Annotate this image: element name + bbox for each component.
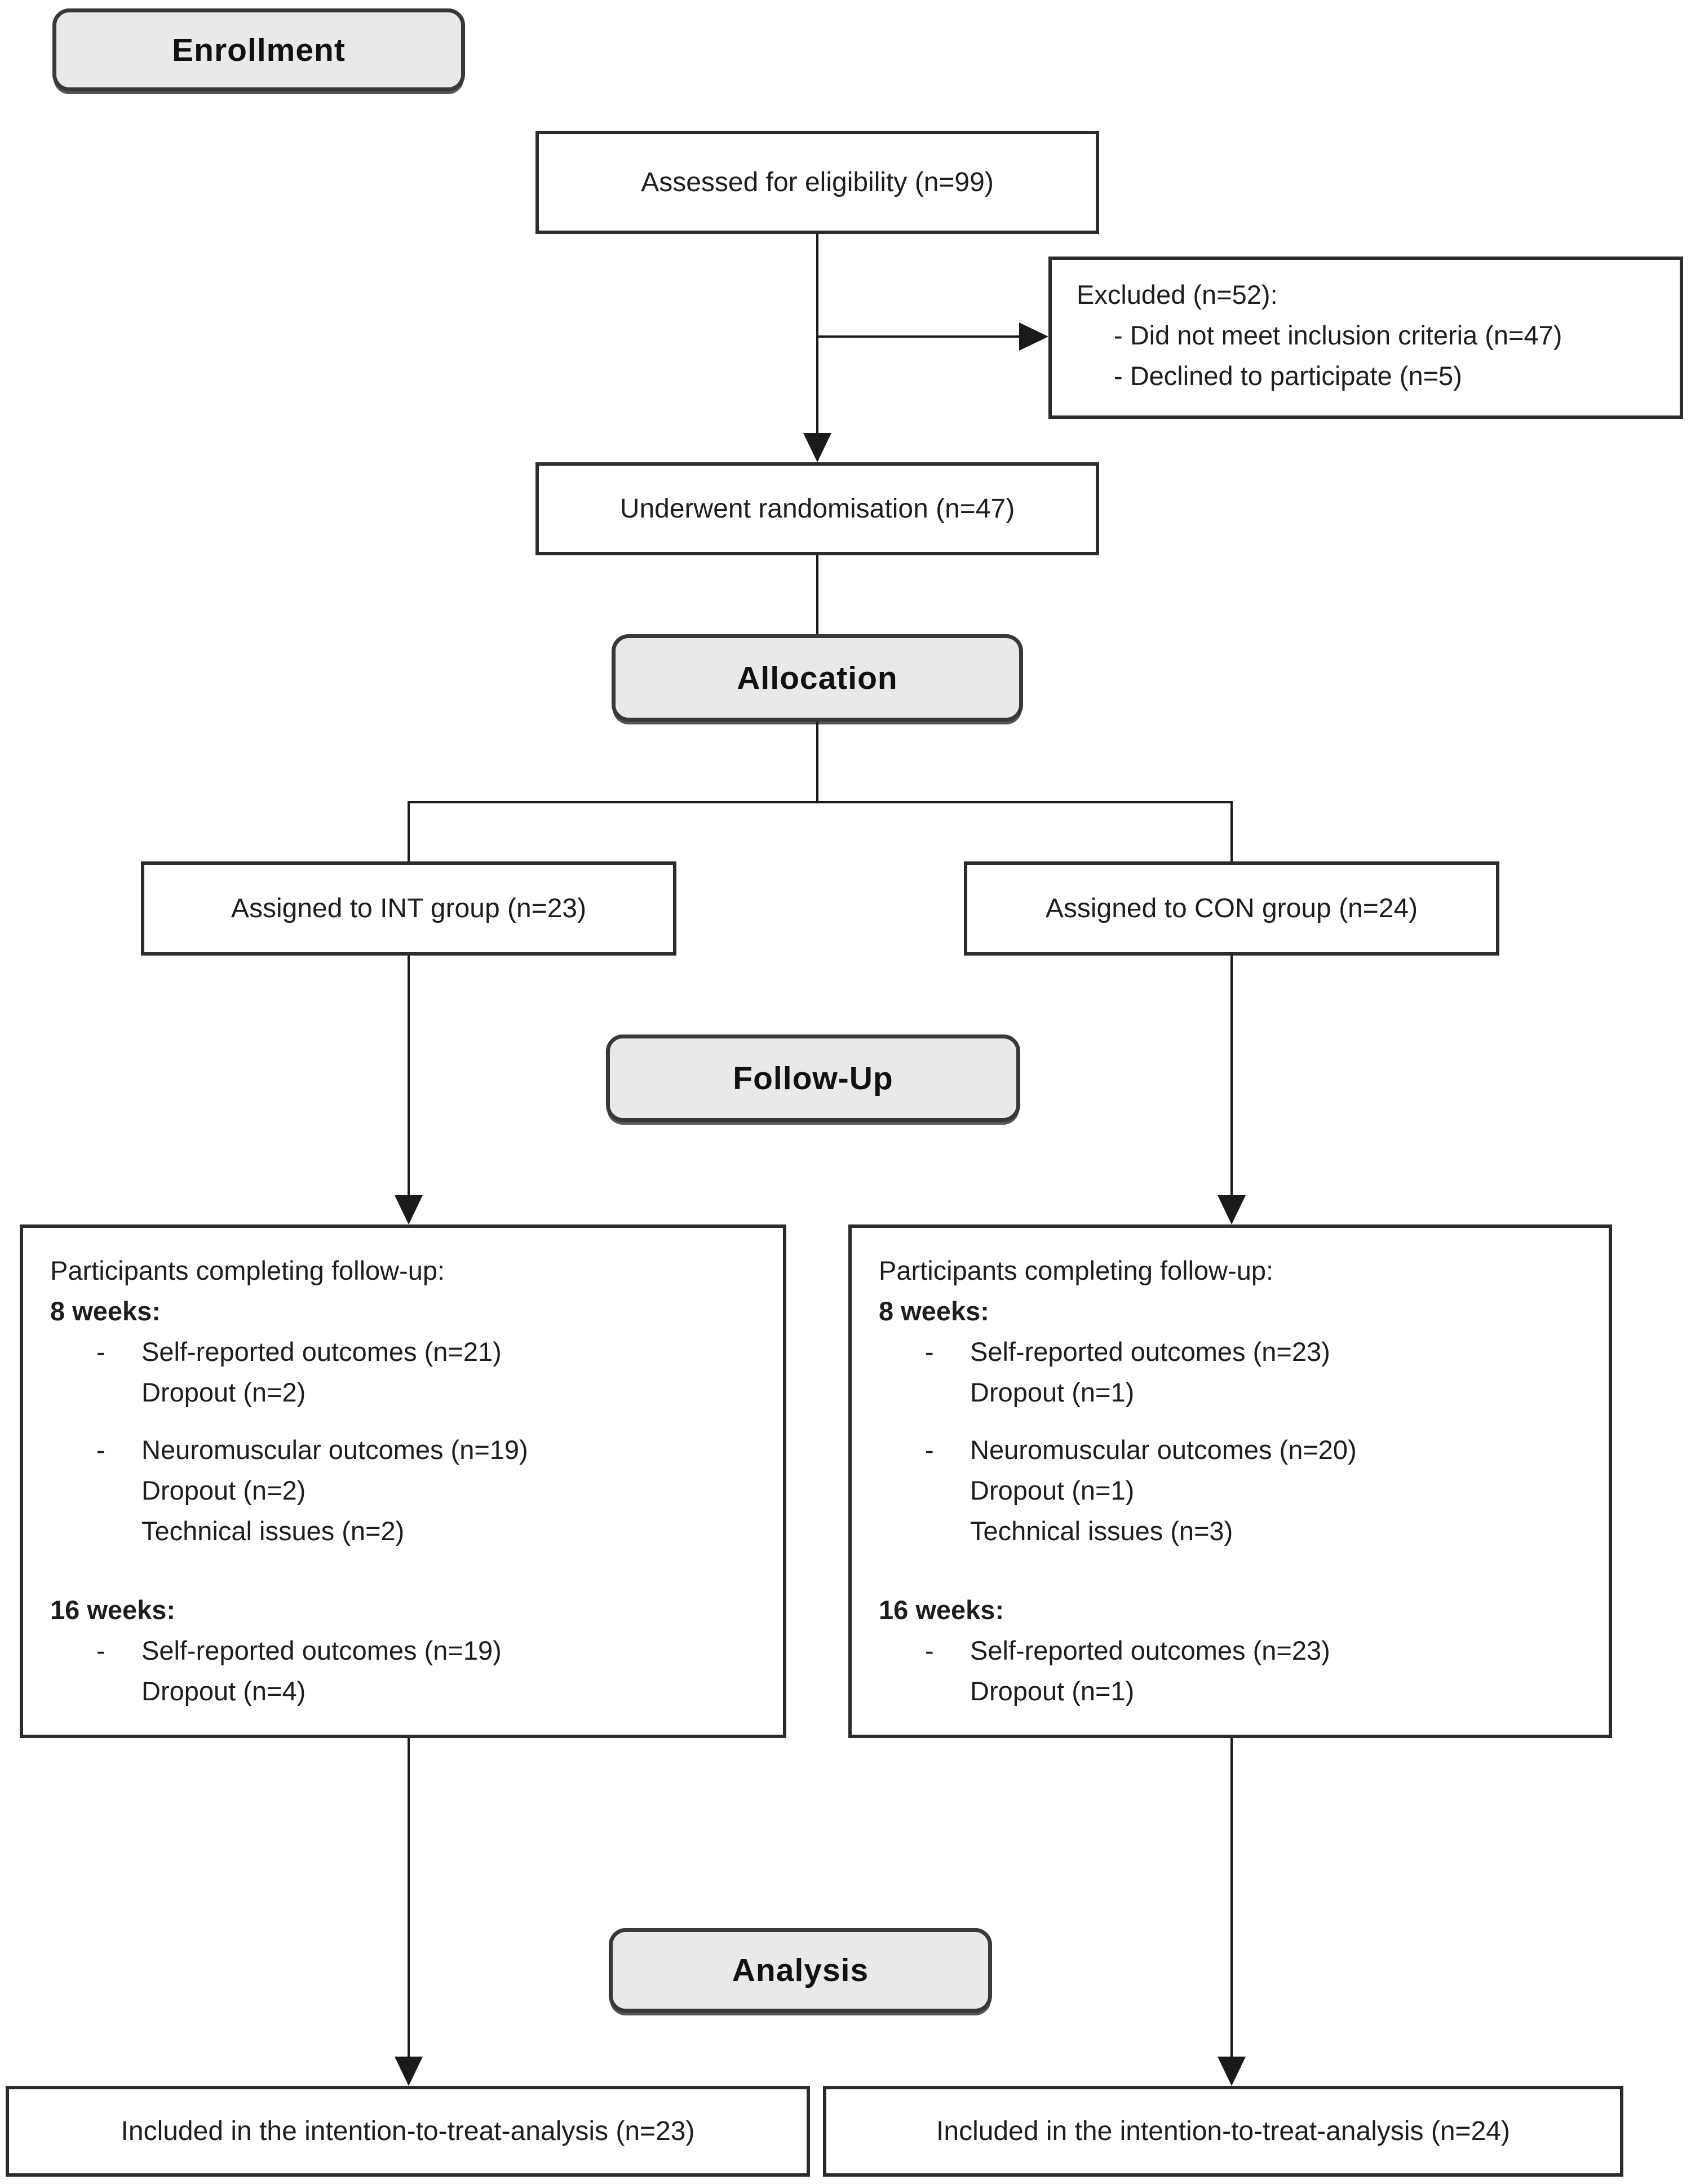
- connector-allocation-to-split: [816, 722, 818, 803]
- bullet-main: Self-reported outcomes (n=21): [141, 1337, 502, 1367]
- followup-con-box: Participants completing follow-up: 8 wee…: [848, 1224, 1612, 1738]
- stage-allocation-label: Allocation: [737, 660, 898, 696]
- stage-enrollment-label: Enrollment: [172, 32, 346, 68]
- bullet-dash: -: [96, 1337, 105, 1367]
- bullet-main: Neuromuscular outcomes (n=19): [141, 1435, 528, 1465]
- int-group-label: Assigned to INT group (n=23): [231, 893, 587, 923]
- followup-int-week8-item: - Self-reported outcomes (n=21) Dropout …: [50, 1332, 766, 1413]
- arrowhead-int-analysis: [395, 2057, 423, 2086]
- followup-int-box: Participants completing follow-up: 8 wee…: [20, 1224, 786, 1738]
- randomisation-box: Underwent randomisation (n=47): [535, 462, 1099, 555]
- bullet-sub: Dropout (n=2): [141, 1377, 306, 1407]
- followup-int-week8-heading: 8 weeks:: [50, 1296, 161, 1326]
- excluded-box: Excluded (n=52): - Did not meet inclusio…: [1048, 257, 1683, 419]
- stage-enrollment: Enrollment: [52, 8, 465, 91]
- bullet-main: Self-reported outcomes (n=23): [970, 1337, 1330, 1367]
- bullet-dash: -: [925, 1635, 934, 1665]
- bullet-sub: Technical issues (n=3): [970, 1516, 1233, 1546]
- arrowhead-con-analysis: [1218, 2057, 1246, 2086]
- con-group-label: Assigned to CON group (n=24): [1045, 893, 1418, 923]
- arrowhead-con-followup: [1218, 1195, 1246, 1224]
- followup-con-week8-item: - Self-reported outcomes (n=23) Dropout …: [879, 1332, 1592, 1413]
- connector-con-to-followup: [1230, 956, 1233, 1198]
- assessed-eligibility-box: Assessed for eligibility (n=99): [535, 131, 1099, 234]
- stage-analysis-label: Analysis: [732, 1952, 869, 1988]
- bullet-sub: Technical issues (n=2): [141, 1516, 405, 1546]
- connector-con-to-analysis: [1230, 1738, 1233, 2059]
- stage-followup-label: Follow-Up: [733, 1060, 893, 1097]
- con-group-box: Assigned to CON group (n=24): [964, 861, 1499, 956]
- bullet-sub: Dropout (n=1): [970, 1475, 1135, 1505]
- itt-con-box: Included in the intention-to-treat-analy…: [823, 2086, 1623, 2177]
- followup-con-week16-item: - Self-reported outcomes (n=23) Dropout …: [879, 1630, 1592, 1712]
- itt-con-label: Included in the intention-to-treat-analy…: [936, 2116, 1510, 2146]
- followup-int-week16-item: - Self-reported outcomes (n=19) Dropout …: [50, 1630, 766, 1712]
- stage-analysis: Analysis: [609, 1928, 992, 2013]
- connector-branch-to-excluded: [816, 335, 1022, 338]
- excluded-title: Excluded (n=52):: [1077, 280, 1278, 310]
- excluded-reason: - Declined to participate (n=5): [1114, 361, 1462, 391]
- arrowhead-to-randomised: [803, 433, 831, 462]
- connector-split-to-int: [408, 801, 410, 861]
- connector-int-to-analysis: [408, 1738, 410, 2059]
- excluded-reason: - Did not meet inclusion criteria (n=47): [1114, 320, 1562, 350]
- bullet-dash: -: [96, 1435, 105, 1465]
- stage-allocation: Allocation: [612, 634, 1023, 722]
- int-group-box: Assigned to INT group (n=23): [141, 861, 676, 956]
- bullet-sub: Dropout (n=4): [141, 1676, 306, 1706]
- assessed-eligibility-label: Assessed for eligibility (n=99): [641, 167, 994, 197]
- followup-int-intro: Participants completing follow-up:: [50, 1255, 445, 1285]
- itt-int-box: Included in the intention-to-treat-analy…: [6, 2086, 810, 2177]
- bullet-sub: Dropout (n=1): [970, 1676, 1135, 1706]
- followup-con-week16-heading: 16 weeks:: [879, 1595, 1004, 1625]
- stage-followup: Follow-Up: [606, 1034, 1020, 1122]
- split-bar: [408, 801, 1233, 803]
- followup-con-week8-item: - Neuromuscular outcomes (n=20) Dropout …: [879, 1430, 1592, 1551]
- itt-int-label: Included in the intention-to-treat-analy…: [121, 2116, 695, 2146]
- connector-int-to-followup: [408, 956, 410, 1198]
- followup-int-week8-item: - Neuromuscular outcomes (n=19) Dropout …: [50, 1430, 766, 1551]
- bullet-sub: Dropout (n=1): [970, 1377, 1135, 1407]
- randomisation-label: Underwent randomisation (n=47): [619, 493, 1015, 524]
- bullet-sub: Dropout (n=2): [141, 1475, 306, 1505]
- connector-split-to-con: [1230, 801, 1233, 861]
- bullet-dash: -: [925, 1337, 934, 1367]
- bullet-dash: -: [96, 1635, 105, 1665]
- followup-con-week8-heading: 8 weeks:: [879, 1296, 989, 1326]
- followup-int-week16-heading: 16 weeks:: [50, 1595, 176, 1625]
- bullet-main: Self-reported outcomes (n=23): [970, 1635, 1330, 1665]
- arrowhead-int-followup: [395, 1195, 423, 1224]
- bullet-dash: -: [925, 1435, 934, 1465]
- arrowhead-to-excluded: [1019, 322, 1048, 351]
- bullet-main: Self-reported outcomes (n=19): [141, 1635, 502, 1665]
- connector-randomised-to-allocation: [816, 555, 818, 634]
- followup-con-intro: Participants completing follow-up:: [879, 1255, 1274, 1285]
- bullet-main: Neuromuscular outcomes (n=20): [970, 1435, 1357, 1465]
